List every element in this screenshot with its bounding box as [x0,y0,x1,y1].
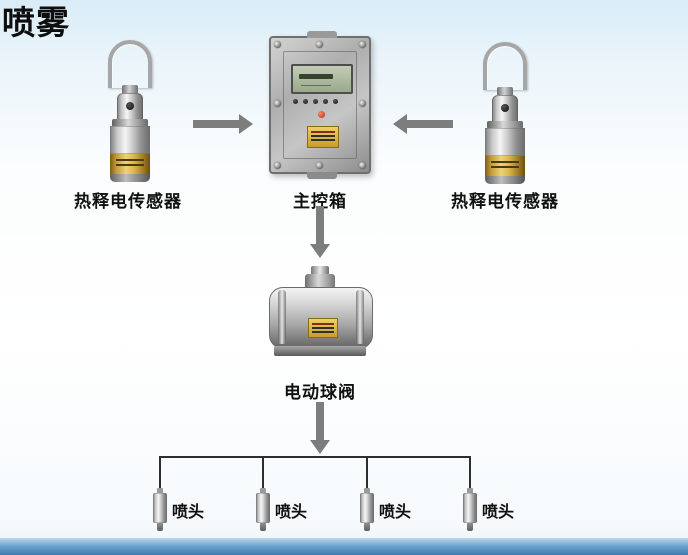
nozzle-fitting [364,488,370,494]
arrow-control-to-valve [310,206,330,258]
nozzle-tip [364,523,370,531]
label-valve: 电动球阀 [284,383,356,402]
bottom-gradient-bar [0,538,688,555]
valve-flange-ring [356,290,364,344]
nozzle-tip [260,523,266,531]
sensor-body [110,126,150,154]
label-nozzle-1: 喷头 [172,504,205,521]
nozzle-body [256,493,270,523]
pyroelectric-sensor-right-image [478,42,532,184]
indicator-light-icon [318,111,325,118]
spray-nozzle-image [359,488,375,532]
label-nozzle-2: 喷头 [275,504,308,521]
panel-button-icon [333,99,338,104]
label-nozzle-4: 喷头 [482,504,515,521]
control-box-door-seam [283,51,357,159]
page-title: 喷雾 [2,4,70,41]
valve-mounting-base [274,346,366,356]
spray-nozzle-image [255,488,271,532]
panel-button-icon [293,99,298,104]
valve-flange-ring [278,290,286,344]
nozzle-tip [467,523,473,531]
bolt-icon [316,162,323,169]
control-box-image [269,31,371,179]
nozzle-body [463,493,477,523]
nozzle-tip [157,523,163,531]
label-nozzle-3: 喷头 [379,504,412,521]
sensor-top-nut [122,85,138,94]
sensor-base [485,176,525,184]
sensor-head [492,95,518,122]
arrow-shaft [316,206,324,244]
sensor-brass-label [485,156,525,176]
arrow-shaft [316,402,324,440]
sensor-head [117,93,143,120]
distribution-pipe-drop [159,456,161,490]
sensor-base [110,174,150,182]
carry-handle-icon [483,42,527,90]
sensor-collar [112,119,148,127]
nozzle-body [153,493,167,523]
bolt-icon [359,162,366,169]
panel-button-icon [323,99,328,104]
arrow-head [310,244,330,258]
sensor-brass-label [110,154,150,174]
bolt-icon [316,41,323,48]
sensor-body [485,128,525,156]
valve-actuator-neck [305,274,335,288]
mounting-ear-bottom [307,172,337,179]
carry-handle-icon [108,40,152,88]
valve-warning-label [308,318,338,338]
warning-label-text-lines [311,131,335,133]
lcd-display [291,64,353,94]
arrow-left-sensor-to-control [193,114,253,134]
distribution-pipe-drop [366,456,368,490]
arrow-shaft [193,120,239,128]
panel-button-icon [303,99,308,104]
bolt-icon [274,162,281,169]
label-control-box: 主控箱 [293,192,347,211]
sensor-lens-icon [126,102,134,110]
spray-nozzle-image [152,488,168,532]
sensor-lens-icon [501,104,509,112]
warning-label [307,126,339,148]
nozzle-fitting [157,488,163,494]
bolt-icon [274,100,281,107]
bolt-icon [274,41,281,48]
label-sensor-right: 热释电传感器 [451,192,559,211]
nozzle-body [360,493,374,523]
sensor-label-text-lines [491,161,519,163]
nozzle-fitting [260,488,266,494]
arrow-head [239,114,253,134]
valve-cable-gland [311,266,329,275]
sensor-top-nut [497,87,513,96]
distribution-pipe-horizontal [159,456,471,458]
panel-button-icon [313,99,318,104]
lcd-text-line [299,74,333,79]
nozzle-fitting [467,488,473,494]
arrow-head [310,440,330,454]
bolt-icon [359,100,366,107]
distribution-pipe-drop [469,456,471,490]
arrow-valve-to-manifold [310,402,330,454]
valve-body [269,287,373,349]
label-sensor-left: 热释电传感器 [74,192,182,211]
arrow-shaft [407,120,453,128]
sensor-label-text-lines [116,159,144,161]
mounting-ear-top [307,31,337,38]
ball-valve-image [266,266,374,364]
distribution-pipe-drop [262,456,264,490]
valve-label-text-lines [312,323,334,325]
bolt-icon [359,41,366,48]
pyroelectric-sensor-left-image [103,40,157,182]
sensor-collar [487,121,523,129]
arrow-right-sensor-to-control [393,114,453,134]
button-row [293,99,338,104]
arrow-head [393,114,407,134]
spray-nozzle-image [462,488,478,532]
